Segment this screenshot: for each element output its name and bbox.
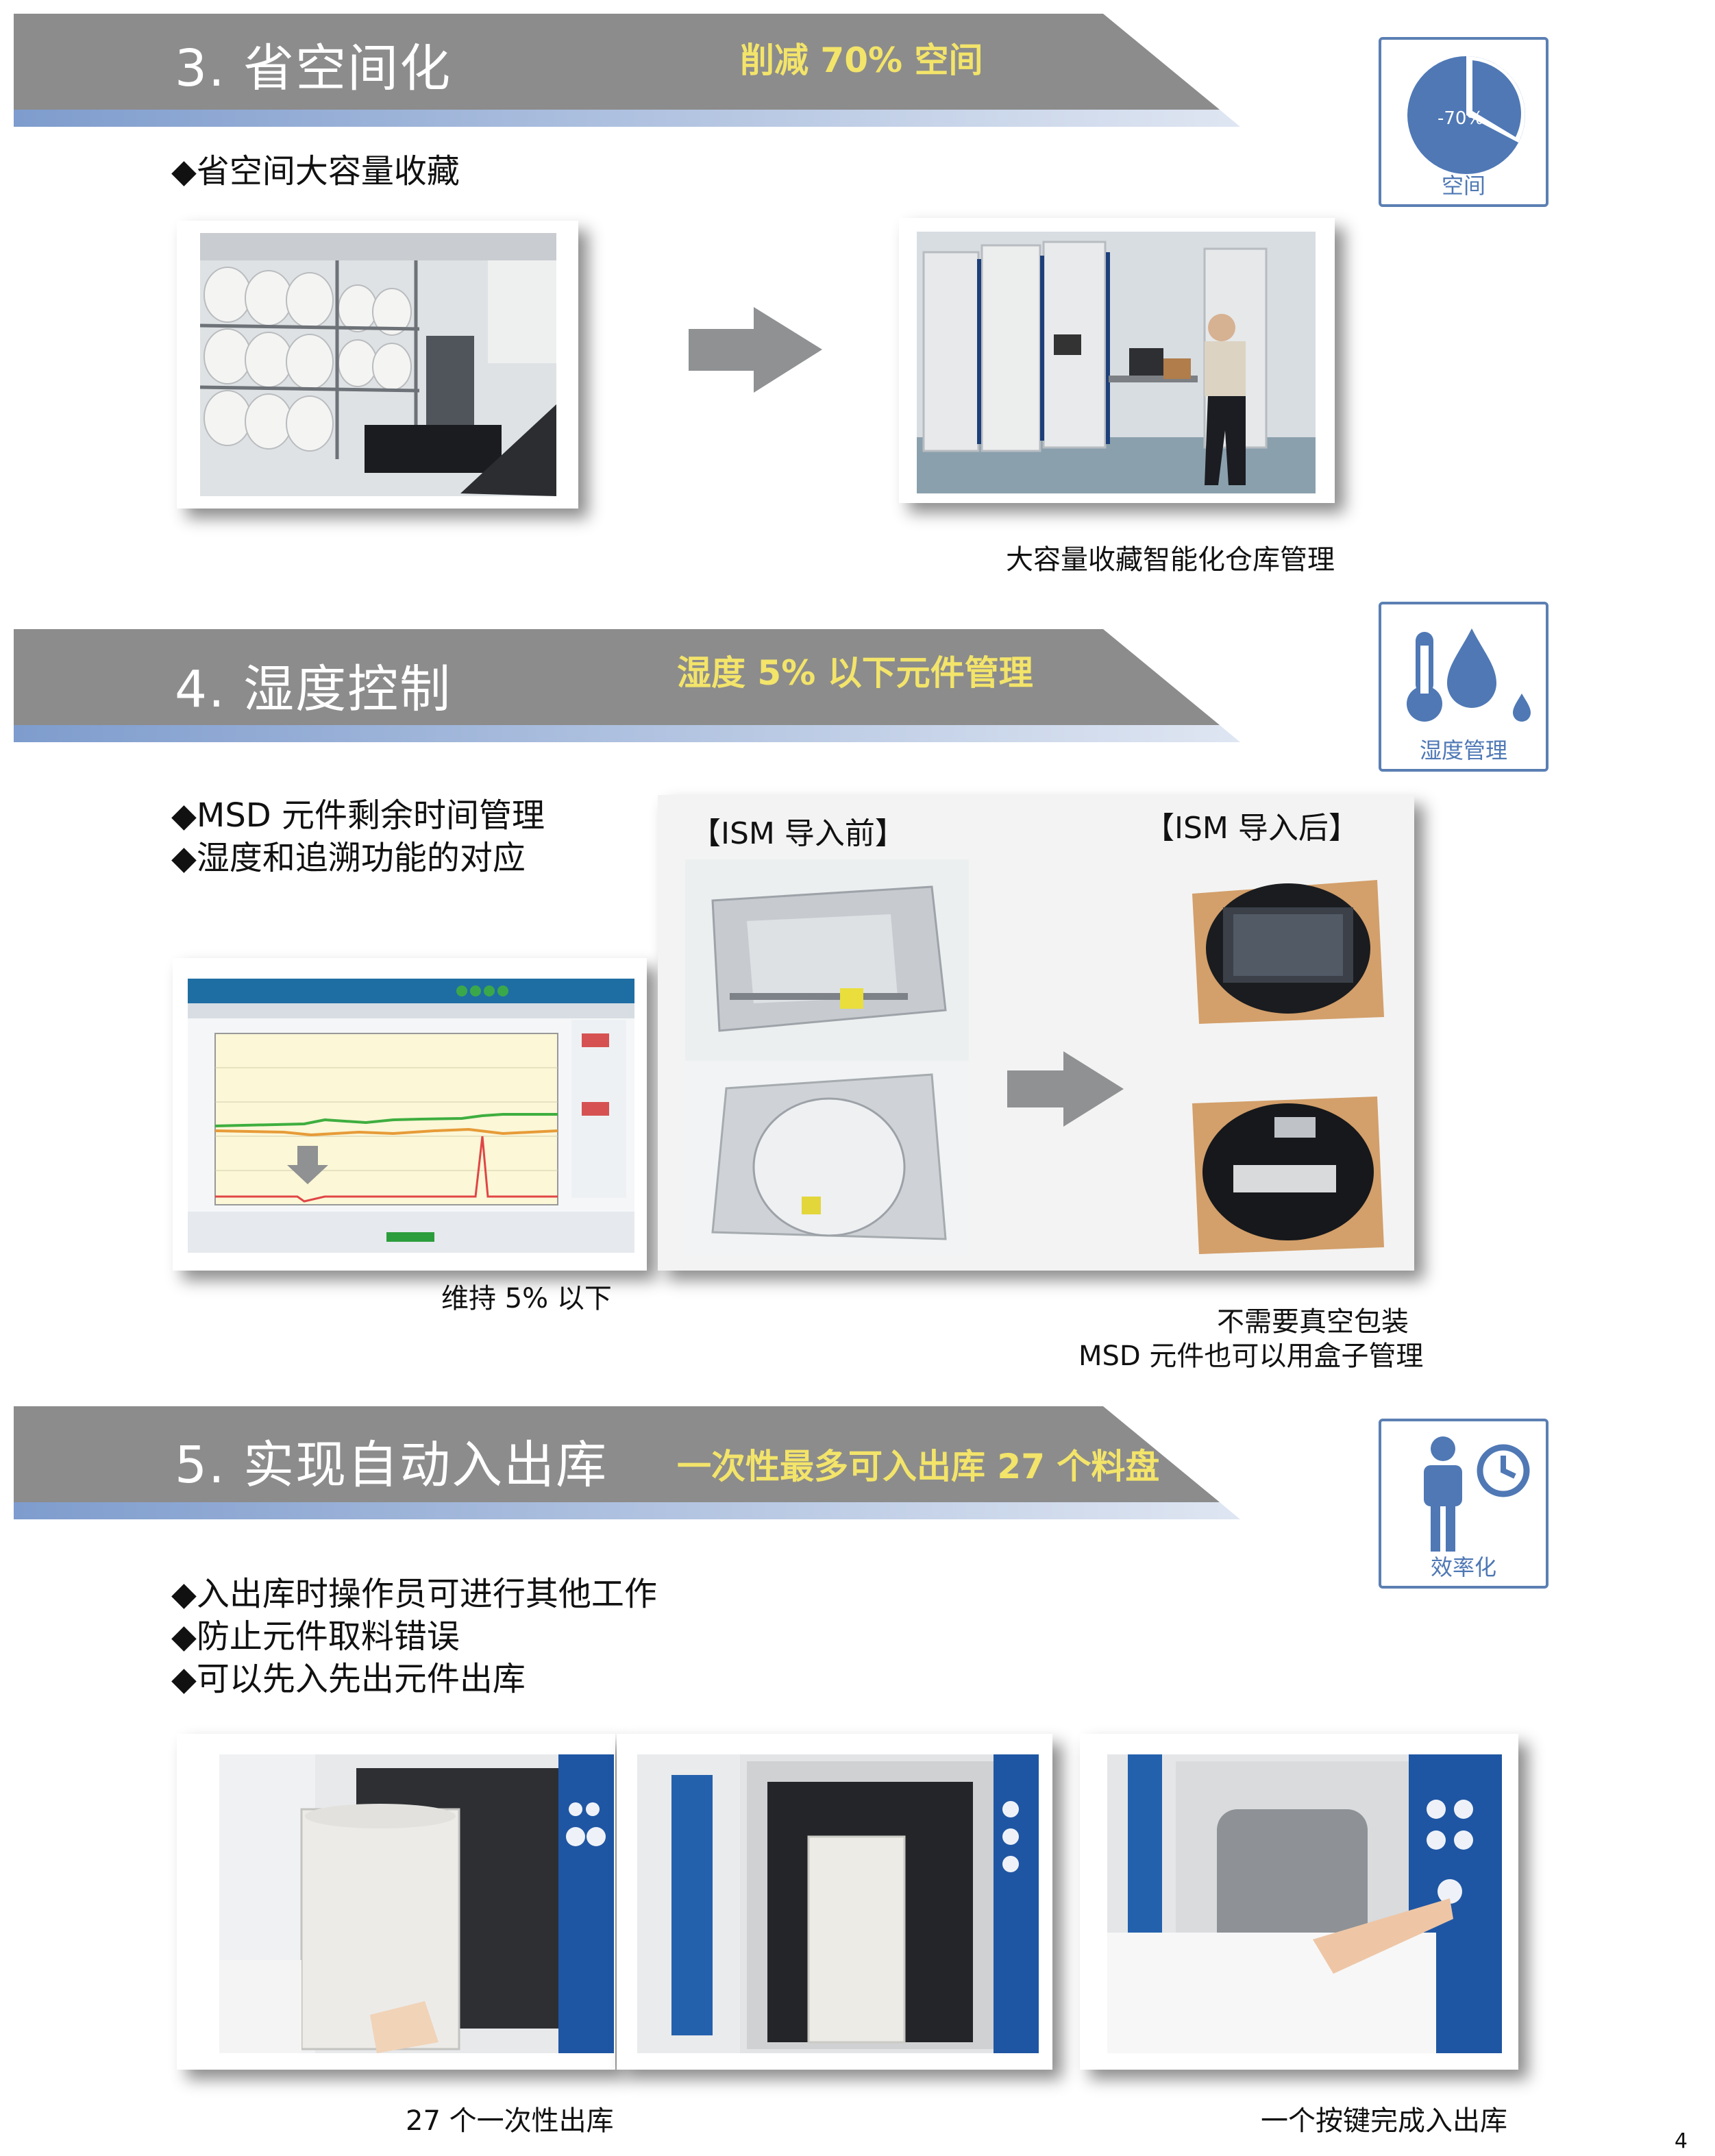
sealed-bag-photo [685,1061,969,1255]
space-icon-box: -70% 空间 [1379,37,1549,207]
reel-box-photo-2 [1179,1090,1391,1261]
efficiency-icon [1424,1436,1530,1552]
pie-chart-icon: -70% [1407,56,1525,174]
bullet-item: ◆省空间大容量收藏 [171,152,460,191]
section-3-highlight: 削减 70% 空间 [740,40,983,80]
section-4-title: 4. 湿度控制 [175,660,452,719]
photo-frame-software [173,958,647,1271]
humidity-icon [1407,628,1531,722]
bullet-item: ◆MSD 元件剩余时间管理 [171,796,545,835]
caption-towers: 大容量收藏智能化仓库管理 [1006,544,1335,576]
photo-frame-empty [617,1734,1052,2070]
photo-frame-towers [899,218,1335,503]
section-5-title: 5. 实现自动入出库 [175,1436,608,1495]
vacuum-bag-photo [685,859,969,1062]
empty-chamber-photo [637,1754,1039,2053]
section-5-highlight: 一次性最多可入出库 27 个料盘 [677,1447,1160,1486]
humidity-icon-box: 湿度管理 [1379,602,1549,772]
bullet-item: ◆可以先入先出元件出库 [171,1660,526,1698]
caption-no-vacuum: 不需要真空包装 [1217,1306,1409,1338]
bullet-item: ◆防止元件取料错误 [171,1617,460,1656]
bullet-item: ◆湿度和追溯功能的对应 [171,839,526,877]
section-5-banner: 5. 实现自动入出库 一次性最多可入出库 27 个料盘 [14,1406,1240,1523]
reel-box-photo-1 [1179,859,1391,1031]
photo-frame-button [1080,1734,1518,2070]
page-number: 4 [1674,2129,1688,2153]
before-after-panel: 【ISM 导入前】 【ISM 导入后】 [658,795,1414,1271]
photo-frame-racks [177,221,578,509]
pie-value-text: -70% [1438,108,1483,129]
panel-before-label: 【ISM 导入前】 [691,816,905,851]
space-icon-label: 空间 [1441,173,1485,199]
caption-batch-out: 27 个一次性出库 [406,2105,614,2137]
section-3-title: 3. 省空间化 [175,39,452,98]
arrow-right-icon [1007,1051,1124,1127]
loading-reels-photo [219,1754,614,2053]
panel-after-label: 【ISM 导入后】 [1144,811,1359,846]
humidity-icon-label: 湿度管理 [1419,737,1507,763]
button-press-photo [1107,1754,1502,2053]
humidity-software-screenshot [188,979,634,1253]
section-4-banner: 4. 湿度控制 湿度 5% 以下元件管理 [14,629,1240,746]
efficiency-icon-label: 效率化 [1430,1554,1496,1580]
caption-humidity: 维持 5% 以下 [441,1283,612,1314]
storage-towers-photo [917,232,1316,493]
caption-msd-box: MSD 元件也可以用盒子管理 [1078,1340,1424,1372]
caption-one-button: 一个按键完成入出库 [1261,2105,1507,2137]
section-4-highlight: 湿度 5% 以下元件管理 [677,653,1033,693]
reel-racks-photo [200,233,556,496]
section-3-banner: 3. 省空间化 削减 70% 空间 [14,14,1240,130]
photo-frame-loading [177,1734,615,2070]
bullet-item: ◆入出库时操作员可进行其他工作 [171,1575,657,1613]
arrow-right-icon [689,307,822,393]
efficiency-icon-box: 效率化 [1379,1419,1549,1589]
